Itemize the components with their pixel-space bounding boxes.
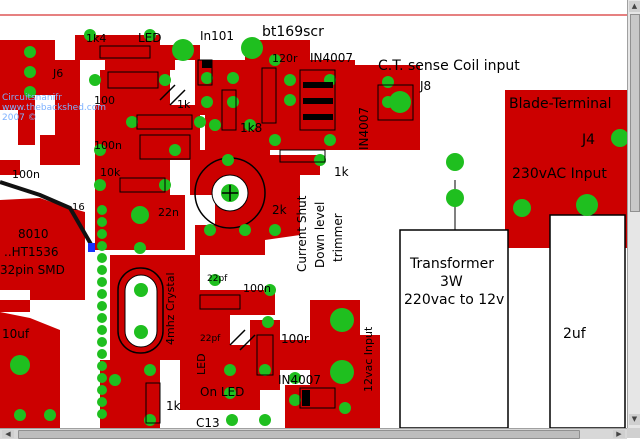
scroll-right-arrow-icon[interactable]: ▶ <box>613 430 625 438</box>
label-transformer-3: 220vac to 12v <box>404 292 504 308</box>
label-22n: 22n <box>158 206 179 219</box>
scroll-left-arrow-icon[interactable]: ◀ <box>2 430 14 438</box>
label-22pf-a: 22pf <box>207 274 228 284</box>
label-230vac: 230vAC Input <box>512 166 607 182</box>
label-pin16: 16 <box>72 202 85 213</box>
label-crystal: 4mhz Crystal <box>164 272 177 345</box>
pad-blue <box>88 243 95 252</box>
label-1k-c: 1k <box>166 399 181 413</box>
label-on-led: On LED <box>200 385 244 399</box>
scroll-down-arrow-icon[interactable]: ▼ <box>629 414 640 425</box>
label-12vac-input: 12vac Input <box>362 326 375 392</box>
label-22pf-b: 22pf <box>200 334 221 344</box>
label-blade-terminal: Blade-Terminal <box>509 96 612 112</box>
label-120r: 120r <box>272 52 298 65</box>
label-1k8: 1k8 <box>240 121 262 135</box>
label-shutdown-3: trimmer <box>331 213 345 262</box>
label-in4007-c: IN4007 <box>278 373 321 387</box>
label-1k4: 1k4 <box>86 32 106 45</box>
horizontal-scrollbar[interactable]: ◀ ▶ <box>0 428 627 439</box>
label-ct-sense: C.T. sense Coil input <box>378 58 520 74</box>
j8-outline <box>377 84 414 121</box>
label-100: 100 <box>94 94 115 107</box>
label-chip-1: 8010 <box>18 227 49 241</box>
track-black <box>0 180 94 248</box>
capacitor-2uf-outline[interactable] <box>549 205 626 429</box>
label-10k: 10k <box>100 166 121 179</box>
label-100n-c: 100n <box>243 282 271 295</box>
label-1k-b: 1k <box>334 165 349 179</box>
label-10uf: 10uf <box>2 327 30 341</box>
watermark-3: 2007 © <box>2 113 37 123</box>
label-1k-a: 1k <box>177 98 191 111</box>
label-100n-a: 100n <box>94 139 122 152</box>
scroll-up-arrow-icon[interactable]: ▲ <box>629 1 640 12</box>
label-led-2: LED <box>195 353 208 375</box>
vertical-scroll-thumb[interactable] <box>630 14 640 212</box>
label-shutdown-1: Current Shut <box>295 195 309 272</box>
label-bt169: bt169scr <box>262 24 324 40</box>
label-trimmer-2k: 2k <box>272 203 287 217</box>
label-100n-b: 100n <box>12 168 40 181</box>
label-c13: C13 <box>196 416 220 430</box>
label-transformer-2: 3W <box>440 274 463 290</box>
ic-pins <box>97 205 107 419</box>
crystal-area <box>110 255 200 360</box>
label-shutdown-2: Down level <box>313 202 327 268</box>
vertical-scrollbar[interactable]: ▲ ▼ <box>627 0 640 438</box>
scrollbar-corner <box>627 428 640 438</box>
label-chip-3: 32pin SMD <box>0 263 65 277</box>
watermark-2: www.thebackshed.com <box>2 103 106 113</box>
label-led-1: LED <box>138 31 162 45</box>
watermark-1: Circuitsnanifr <box>2 93 62 103</box>
label-100r: 100r <box>281 332 309 346</box>
label-in4007-b: IN4007 <box>357 107 371 150</box>
transformer-outline[interactable] <box>399 180 509 429</box>
led-arrows <box>159 84 256 351</box>
label-chip-2: ..HT1536 <box>4 245 59 259</box>
label-j4: J4 <box>581 132 595 148</box>
diode-bands <box>202 60 333 406</box>
label-transformer-1: Transformer <box>409 256 494 272</box>
label-in4007-a: IN4007 <box>310 51 353 65</box>
label-2uf: 2uf <box>563 326 587 342</box>
label-j8: J8 <box>419 79 431 93</box>
label-in101: In101 <box>200 29 234 43</box>
pads <box>10 29 629 426</box>
label-j6: J6 <box>52 67 63 80</box>
